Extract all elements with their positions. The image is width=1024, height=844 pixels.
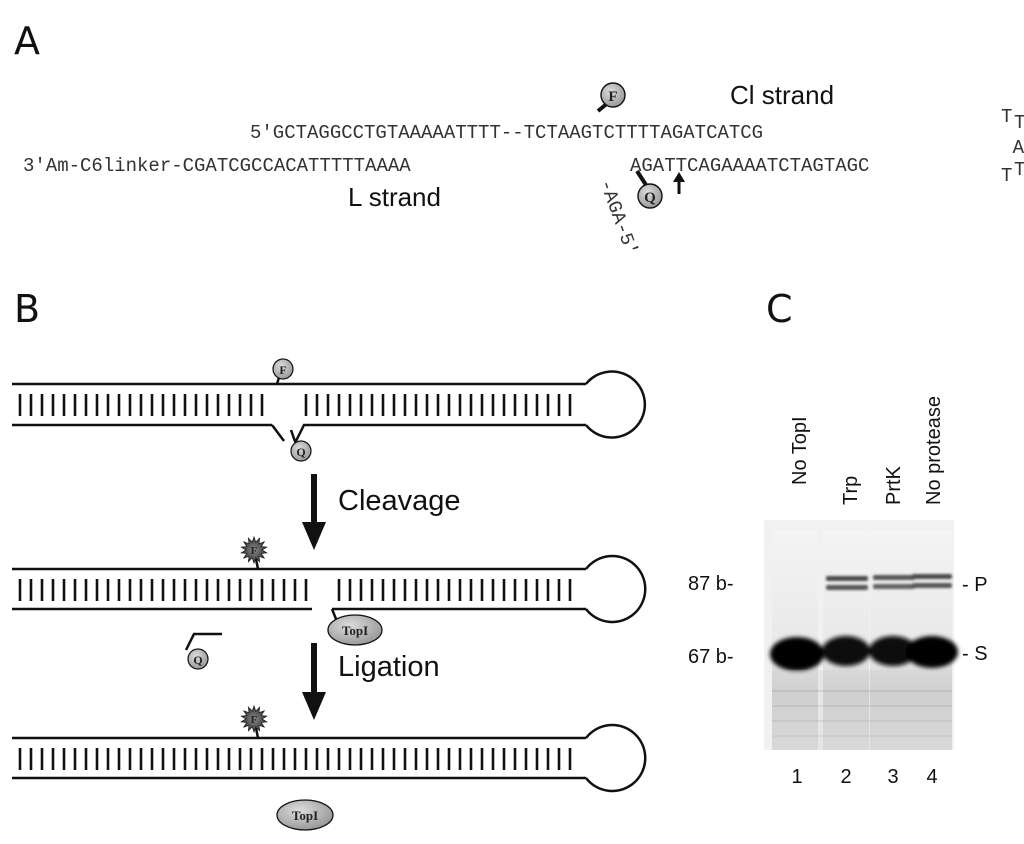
svg-text:F: F xyxy=(251,545,258,557)
panel-label-a: A xyxy=(14,19,40,63)
size-marker-87b: 87 b- xyxy=(688,573,734,595)
fluorophore-emitting-icon: F xyxy=(240,704,268,734)
released-quencher-fragment xyxy=(184,632,222,651)
branch-sequence: -AGA-5' xyxy=(594,177,642,260)
hairpin-substrate-uncleaved xyxy=(12,370,647,448)
lane-label-no-topi: No TopI xyxy=(789,416,811,485)
hairpin-substrate-cleaved xyxy=(12,554,647,625)
quencher-icon: Q xyxy=(637,183,663,209)
fluorophore-icon: F xyxy=(272,358,294,380)
quencher-icon: Q xyxy=(290,440,312,462)
hairpin-product-ligated xyxy=(12,723,647,793)
lane-number-4: 4 xyxy=(926,766,937,788)
svg-text:F: F xyxy=(608,89,617,105)
loop-base-t1: T xyxy=(1001,106,1012,128)
fluorophore-icon: F xyxy=(600,82,626,108)
panel-label-b: B xyxy=(14,287,40,331)
topi-enzyme-icon: TopI xyxy=(327,614,383,646)
loop-base-t4: T xyxy=(1014,159,1024,181)
base-pair-rungs xyxy=(18,748,572,770)
size-marker-67b: 67 b- xyxy=(688,646,734,668)
base-pair-rungs xyxy=(18,394,572,416)
cleavage-site-arrow-icon xyxy=(673,172,685,194)
svg-text:Q: Q xyxy=(644,190,656,206)
svg-text:F: F xyxy=(251,714,258,726)
top-strand-sequence: 5'GCTAGGCCTGTAAAAATTTT--TCTAAGTCTTTTAGAT… xyxy=(250,122,763,144)
substrate-band-label: - S xyxy=(962,643,988,665)
svg-text:Q: Q xyxy=(296,445,305,459)
product-band-label: - P xyxy=(962,574,988,596)
ligation-arrow-icon xyxy=(302,643,326,720)
bottom-strand-sequence-right: AGATTCAGAAAATCTAGTAGC xyxy=(630,155,869,177)
svg-text:TopI: TopI xyxy=(292,808,318,823)
loop-base-t2: T xyxy=(1014,112,1024,134)
base-pair-rungs xyxy=(18,579,572,601)
loop-base-a: A xyxy=(1013,137,1024,159)
lane-label-prtk: PrtK xyxy=(883,465,905,505)
lane-number-1: 1 xyxy=(791,766,802,788)
l-strand-label: L strand xyxy=(348,182,441,212)
svg-text:Q: Q xyxy=(193,653,202,667)
fluorophore-emitting-icon: F xyxy=(240,535,268,565)
ligation-step-label: Ligation xyxy=(338,651,440,683)
cl-strand-label: Cl strand xyxy=(730,80,834,110)
cleavage-arrow-icon xyxy=(302,474,326,550)
quencher-icon: Q xyxy=(187,648,209,670)
cleavage-step-label: Cleavage xyxy=(338,485,461,517)
svg-text:TopI: TopI xyxy=(342,623,368,638)
topi-enzyme-icon: TopI xyxy=(276,799,334,831)
lane-number-2: 2 xyxy=(840,766,851,788)
lane-number-3: 3 xyxy=(887,766,898,788)
loop-base-t3: T xyxy=(1001,165,1012,187)
bottom-strand-sequence-left: 3'Am-C6linker-CGATCGCCACATTTTTAAAA xyxy=(23,155,411,177)
lane-label-trp: Trp xyxy=(840,476,862,505)
gel-image xyxy=(764,520,958,750)
quencher-linker xyxy=(635,169,648,187)
panel-label-c: C xyxy=(766,287,793,331)
lane-label-no-protease: No protease xyxy=(923,396,945,505)
svg-text:F: F xyxy=(279,363,286,377)
